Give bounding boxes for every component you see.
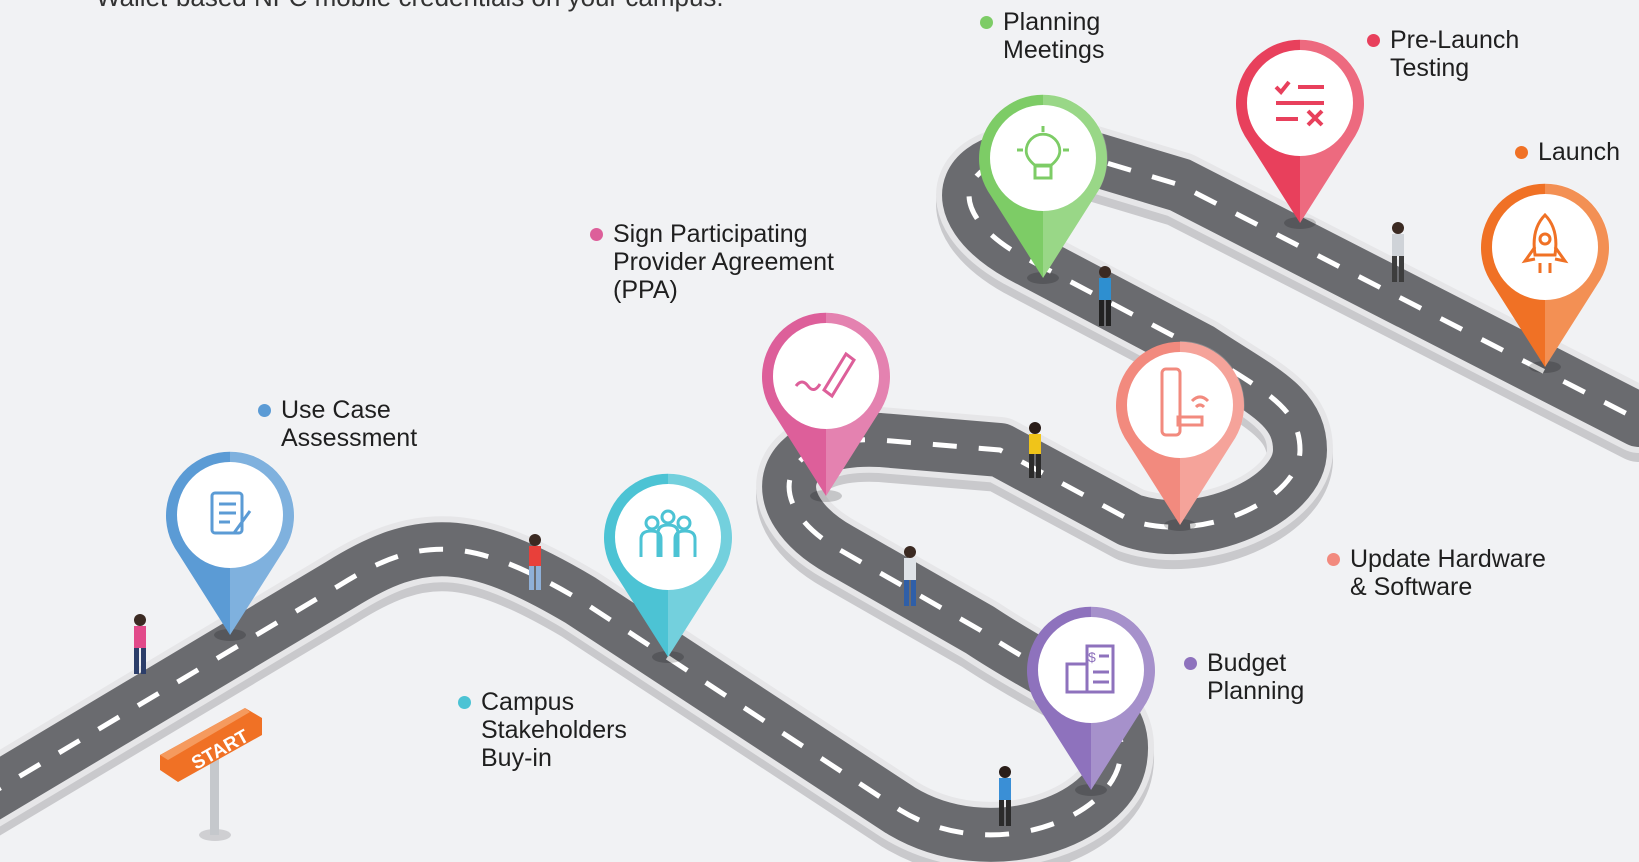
document-pen-icon — [210, 491, 252, 535]
label-dot — [258, 404, 271, 417]
page-header: Wallet-based NFC mobile credentials on y… — [96, 0, 724, 13]
label-text: Campus Stakeholders Buy-in — [481, 688, 627, 772]
people-group-icon — [639, 509, 697, 557]
calculator-ledger-icon: $ — [1065, 644, 1115, 694]
milestone-label-planning-meetings: Planning Meetings — [980, 8, 1104, 64]
milestone-pin-campus-stakeholders-buy-in — [604, 472, 733, 663]
milestone-label-pre-launch-testing: Pre-Launch Testing — [1367, 26, 1519, 82]
label-text: Planning Meetings — [1003, 8, 1105, 64]
label-dot — [1515, 146, 1528, 159]
milestone-label-use-case-assessment: Use Case Assessment — [258, 396, 417, 452]
milestone-pin-pre-launch-testing — [1236, 38, 1365, 229]
signature-pen-icon — [794, 351, 856, 399]
label-dot — [590, 228, 603, 241]
svg-text:$: $ — [1088, 649, 1096, 665]
label-dot — [1184, 657, 1197, 670]
label-text: Sign Participating Provider Agreement (P… — [613, 220, 834, 304]
walkers — [134, 222, 1404, 826]
label-dot — [458, 696, 471, 709]
lightbulb-icon — [1017, 126, 1069, 180]
milestone-pins: $ — [166, 38, 1610, 796]
label-dot — [980, 16, 993, 29]
label-dot — [1327, 553, 1340, 566]
milestone-label-budget-planning: Budget Planning — [1184, 649, 1304, 705]
label-text: Budget Planning — [1207, 649, 1305, 705]
label-text: Use Case Assessment — [281, 396, 418, 452]
milestone-pin-planning-meetings — [979, 93, 1108, 284]
milestone-pin-budget-planning: $ — [1027, 605, 1156, 796]
label-text: Update Hardware & Software — [1350, 545, 1546, 601]
milestone-label-launch: Launch — [1515, 138, 1620, 166]
checklist-icon — [1274, 80, 1324, 127]
milestone-pin-use-case-assessment — [166, 450, 295, 641]
milestone-pin-update-hardware-software — [1116, 340, 1245, 531]
milestone-label-update-hardware-software: Update Hardware & Software — [1327, 545, 1546, 601]
rocket-icon — [1521, 212, 1569, 273]
milestone-label-sign-ppa: Sign Participating Provider Agreement (P… — [590, 220, 834, 304]
label-text: Launch — [1538, 138, 1621, 166]
milestone-pin-sign-ppa — [762, 311, 891, 502]
label-dot — [1367, 34, 1380, 47]
door-lock-nfc-icon — [1160, 367, 1210, 437]
milestone-pin-launch — [1481, 182, 1610, 373]
milestone-label-campus-stakeholders-buy-in: Campus Stakeholders Buy-in — [458, 688, 627, 772]
label-text: Pre-Launch Testing — [1390, 26, 1520, 82]
